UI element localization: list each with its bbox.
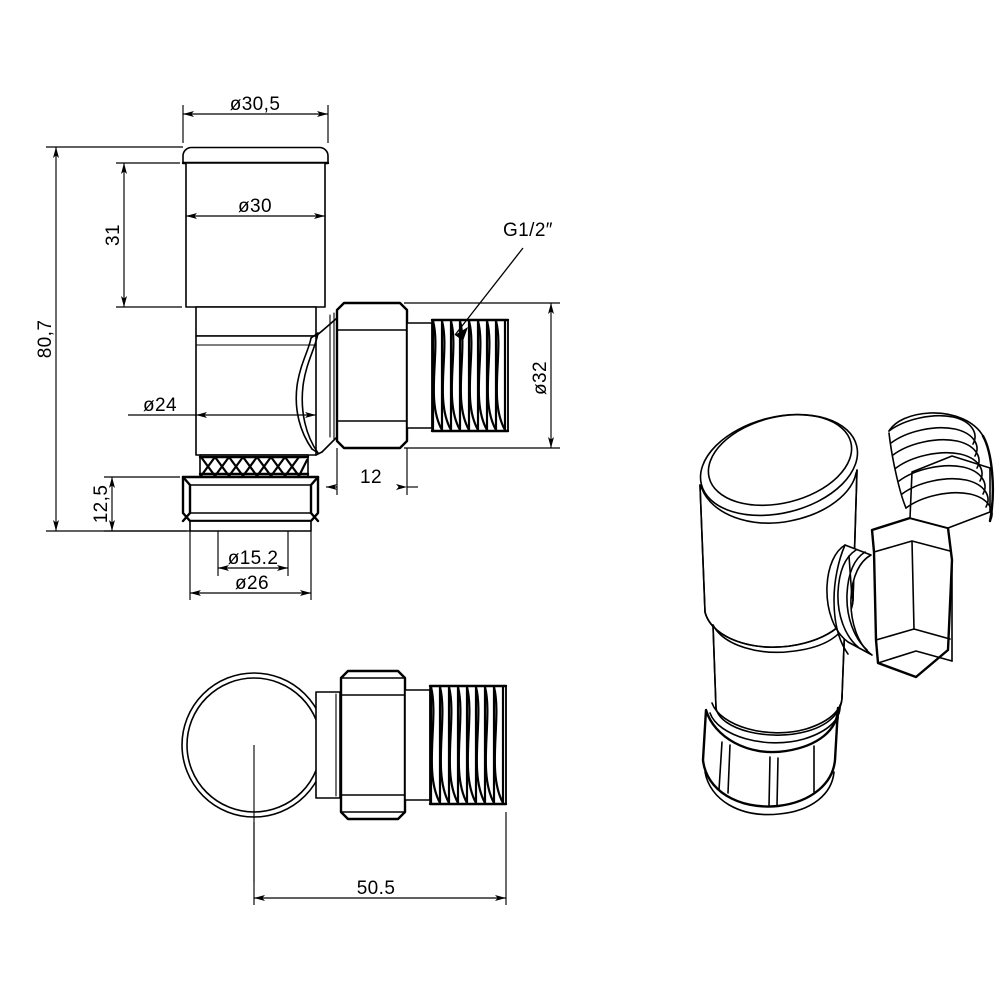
outlet-union-nut [321,301,409,453]
dimension-body-diameter: ø24 [128,395,316,418]
body-thread-ring [198,454,310,478]
dim-label-knob-cap-diameter: ø30,5 [230,94,281,115]
plan-shank [404,689,431,801]
iso-outlet-collar [826,544,873,656]
knob-body [185,162,326,308]
dim-label-knob-body-diameter: ø30 [238,196,272,217]
dimension-set-front-view: ø30,5 ø30 31 80,7 ø24 [35,94,560,600]
dim-label-outlet-overall-diameter: ø32 [530,361,551,395]
outlet-shank [406,322,433,429]
dimension-nut-height: 12,5 [91,476,187,532]
isometric-view [699,412,995,816]
plan-neck [315,691,341,799]
dim-label-knob-height: 31 [103,224,124,246]
dimension-bore-diameter: ø15.2 [217,531,289,576]
knob-cap [181,146,330,165]
dimension-knob-height: 31 [103,162,182,308]
iso-junction-lines [833,544,853,655]
valve-body [195,335,317,456]
dimension-nut-across-flats: ø26 [189,531,312,600]
dimension-knob-cap-diameter: ø30,5 [182,94,329,143]
plan-view: 50.5 [181,669,508,905]
iso-outlet-union-nut [870,516,954,679]
dim-label-nut-height: 12,5 [91,485,112,524]
dim-label-overall-height: 80,7 [35,320,56,359]
upper-stem [195,306,317,337]
front-elevation-view [181,146,510,532]
dimension-knob-body-diameter: ø30 [186,196,325,219]
dim-label-bore-diameter: ø15.2 [228,548,279,569]
iso-bottom-hex-nut [701,706,840,816]
iso-knob-cap [699,413,859,526]
lower-hex-nut [181,475,320,532]
leader-arrowhead [455,327,468,341]
dimension-outlet-overall-diameter: ø32 [404,302,560,449]
dimension-outlet-hex-width: 12 [326,448,418,495]
callout-label-thread-size: G1/2″ [503,220,553,241]
plan-male-thread [428,684,508,806]
iso-outlet-thread [888,412,995,529]
dimension-overall-height: 80,7 [35,146,190,532]
dimension-plan-overall-length: 50.5 [253,812,507,905]
dim-label-plan-overall-length: 50.5 [357,878,396,899]
dim-label-nut-across-flats: ø26 [235,573,269,594]
callout-thread-size: G1/2″ [454,220,553,341]
outlet-male-thread [430,318,510,433]
dim-label-body-diameter: ø24 [143,395,177,416]
dim-label-outlet-hex-width: 12 [360,467,382,488]
elbow-fairing [295,330,323,456]
plan-union-nut [339,669,407,821]
